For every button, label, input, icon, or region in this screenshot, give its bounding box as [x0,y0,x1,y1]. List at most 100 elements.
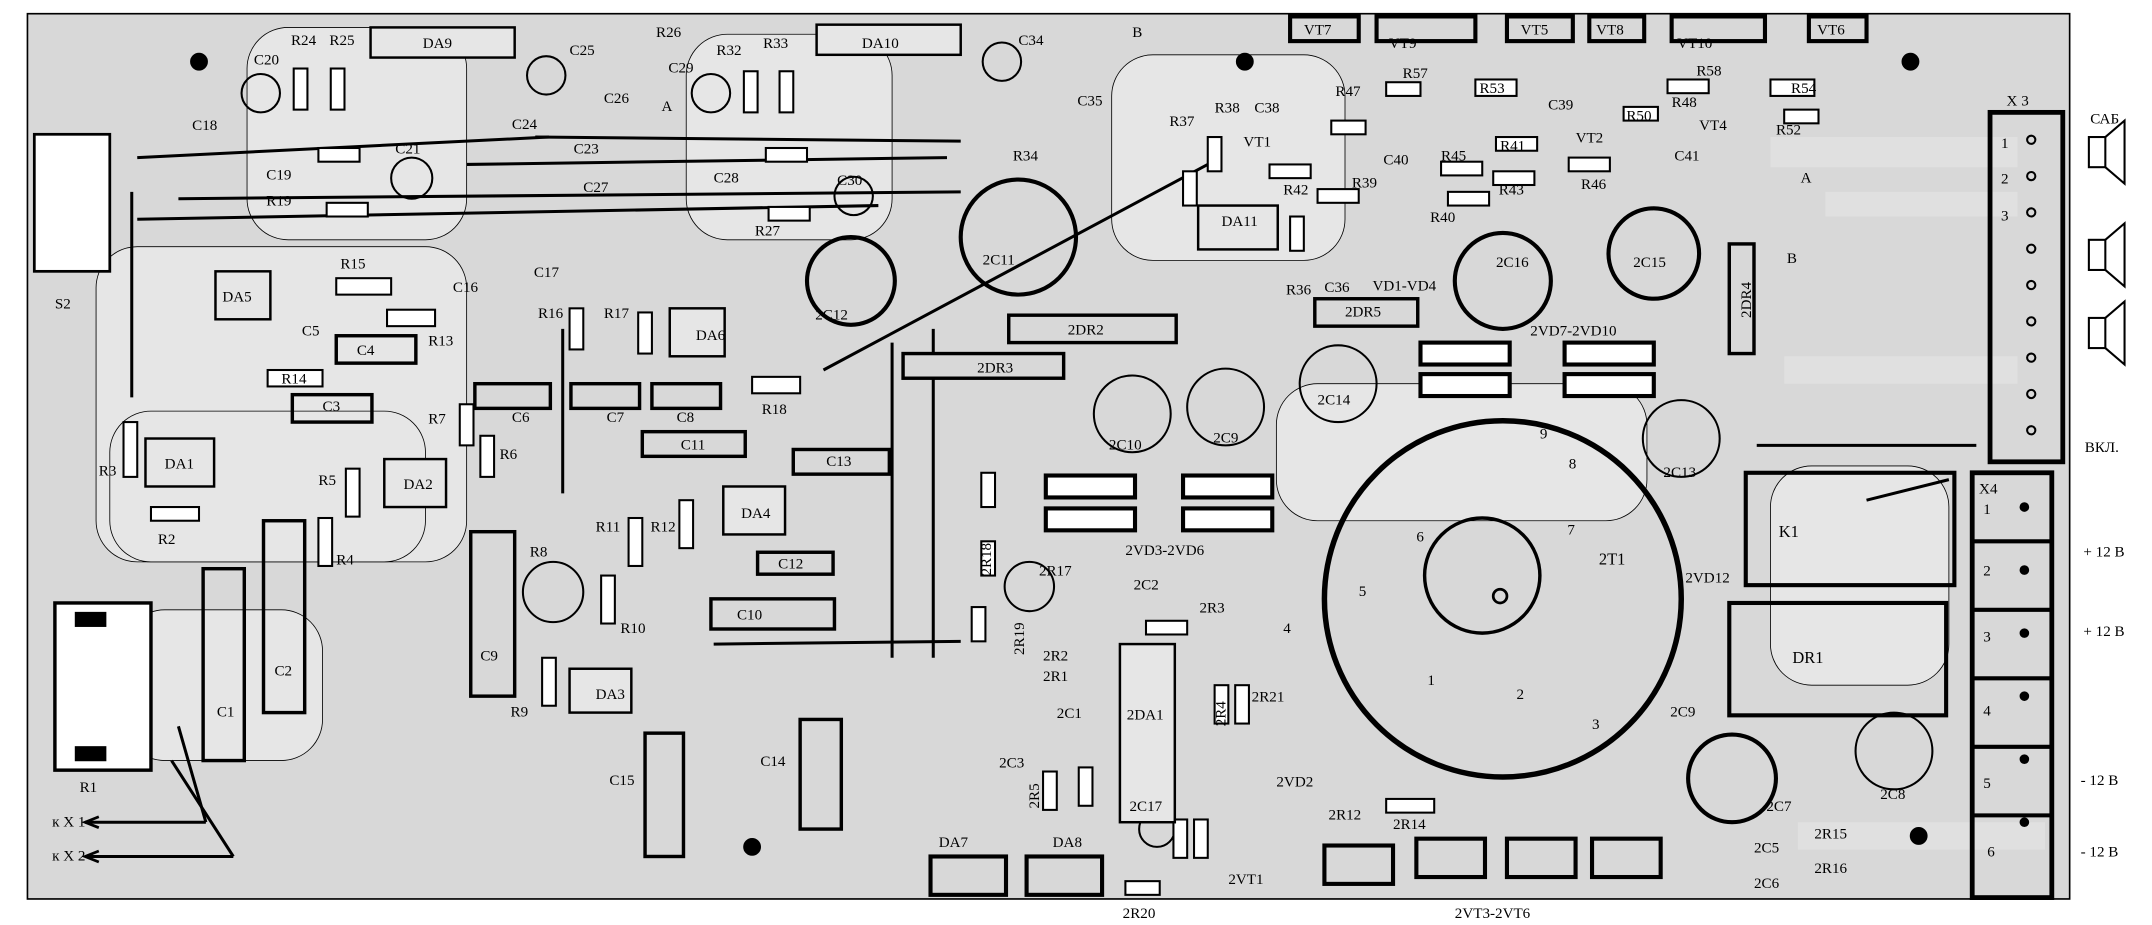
speaker-icon [2104,299,2126,367]
electrolytic-capacitor [1854,711,1934,791]
label-kx2: к X 2 [52,849,85,865]
label-da4: DA4 [741,506,771,522]
label-r1: R1 [80,780,98,796]
pin [2026,170,2037,182]
label-c36: C36 [1324,280,1350,296]
label-x31: 1 [2001,136,2009,152]
label-c28: C28 [714,170,739,186]
ic [722,485,787,536]
label-c5: C5 [302,324,320,340]
label-2vt36: 2VT3-2VT6 [1455,906,1531,922]
label-c8: C8 [677,410,695,426]
regulator [1589,836,1663,880]
label-c14: C14 [760,754,786,770]
regulator [928,854,1009,897]
label-c10: C10 [737,607,762,623]
capacitor-block [643,731,686,859]
label-2dr3: 2DR3 [977,361,1013,377]
label-c7: C7 [607,410,625,426]
label-a2: A [1801,170,1812,186]
pin [2026,207,2037,218]
label-2r3: 2R3 [1200,601,1225,617]
resistor [1042,770,1058,811]
label-r58: R58 [1696,63,1721,79]
label-r32: R32 [716,43,741,59]
label-t8: 8 [1569,457,1577,473]
resistor [335,277,393,296]
label-c24: C24 [512,117,538,133]
label-r53: R53 [1480,81,1505,97]
resistor [1440,160,1484,177]
label-r12: R12 [651,520,676,536]
label-r11: R11 [596,520,621,536]
ic [568,667,633,714]
label-r38: R38 [1215,100,1240,116]
label-r14: R14 [281,372,307,388]
choke [1727,242,1756,356]
transformer-center [1491,587,1509,605]
resistor [458,403,475,447]
label-c40: C40 [1383,152,1408,168]
ic [668,307,726,358]
label-r47: R47 [1335,84,1361,100]
label-vkl: ВКЛ. [2085,440,2119,456]
mounting-hole [1235,52,1254,71]
diode-bridge-element [1562,372,1656,399]
ic [383,457,448,509]
label-c4: C4 [357,343,375,359]
resistor [1182,170,1198,207]
resistor [1206,136,1223,173]
resistor [751,375,802,395]
label-r10: R10 [620,621,645,637]
label-r52: R52 [1776,122,1801,138]
resistor [1783,108,1820,125]
label-vt9: VT9 [1389,36,1417,52]
capacitor-block [201,566,247,763]
components [32,14,2126,900]
pin [2019,817,2030,828]
electrolytic-capacitor [240,72,282,114]
label-m12b: - 12 В [2081,844,2119,860]
resistor [742,70,759,114]
label-2vd710: 2VD7-2VD10 [1530,324,1616,340]
resistor [479,434,496,478]
label-c39: C39 [1548,98,1573,114]
wire [1866,478,1950,502]
label-2r16: 2R16 [1814,861,1847,877]
label-r24: R24 [291,33,317,49]
label-vt5: VT5 [1521,22,1549,38]
label-r33: R33 [763,36,788,52]
label-c34: C34 [1018,33,1044,49]
label-da9: DA9 [423,36,452,52]
label-r17: R17 [604,306,630,322]
diode-bridge-element [1180,506,1275,533]
label-s2: S2 [55,296,71,312]
transformer-inner [1422,516,1542,635]
label-k1: K1 [1779,522,1799,541]
label-2t1: 2T1 [1599,550,1626,569]
label-vt4: VT4 [1699,118,1727,134]
resistor [317,146,361,163]
electrolytic-capacitor [1092,374,1172,454]
label-r42: R42 [1283,183,1308,199]
label-2da1: 2DA1 [1127,707,1164,723]
label-2c9a: 2C9 [1213,431,1238,447]
capacitor-block [469,529,517,698]
wire [137,204,879,221]
label-2c16: 2C16 [1496,255,1529,271]
label-x44: 4 [1983,703,1991,719]
label-r2: R2 [158,532,176,548]
label-2r17: 2R17 [1039,564,1072,580]
label-2c1: 2C1 [1057,706,1082,722]
label-vt2: VT2 [1576,131,1604,147]
pin [2019,754,2030,764]
trace-area [123,609,323,761]
power-transistor [1504,14,1575,44]
label-x42: 2 [1983,564,1991,580]
label-r54: R54 [1791,81,1817,97]
resistor [568,307,585,351]
resistor [627,516,644,567]
choke-dr1 [1727,600,1949,718]
resistor [1268,163,1312,180]
electrolytic-capacitor [958,177,1079,297]
